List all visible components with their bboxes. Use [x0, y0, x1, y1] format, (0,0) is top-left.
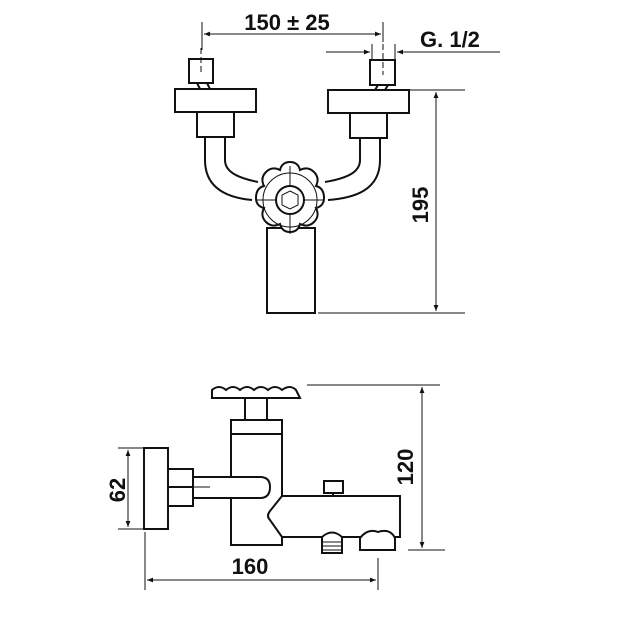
- dim-flange-label: 62: [105, 478, 130, 502]
- tap-assembly-side: [143, 386, 401, 554]
- handwheel-side-icon: [211, 386, 302, 399]
- top-view: 150 ± 25 G. 1/2: [174, 10, 500, 314]
- dimension-spacing: 150 ± 25: [201, 10, 384, 50]
- dimension-thread: G. 1/2: [326, 27, 500, 60]
- dim-height-side-label: 120: [393, 449, 418, 486]
- dimension-flange: 62: [105, 447, 144, 530]
- handwheel-icon: [254, 160, 326, 234]
- dim-spacing-label: 150 ± 25: [244, 10, 329, 35]
- dimension-height-side: 120: [307, 384, 445, 551]
- dimension-depth: 160: [144, 532, 379, 590]
- tap-assembly-top: [174, 44, 410, 314]
- dimension-height-top: 195: [318, 89, 465, 314]
- dim-depth-label: 160: [232, 554, 269, 579]
- dim-thread-label: G. 1/2: [420, 27, 480, 52]
- dim-height-top-label: 195: [408, 187, 433, 224]
- side-view: 62 120 160: [105, 384, 445, 590]
